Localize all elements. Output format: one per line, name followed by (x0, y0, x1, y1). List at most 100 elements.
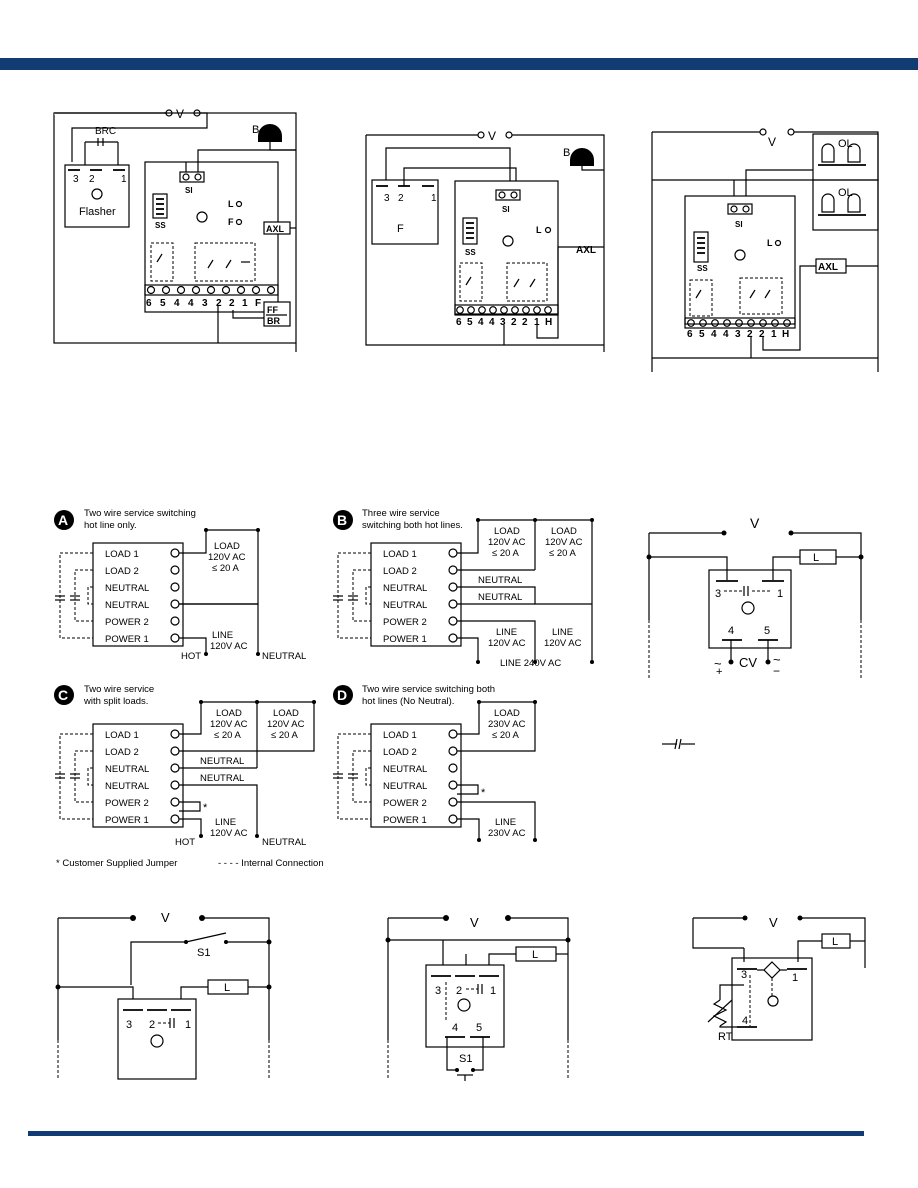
neutral-label: NEUTRAL (200, 773, 244, 784)
jumper-star: * (203, 802, 208, 814)
timer-diagram-2: V B 3 2 1 F SI SS L (365, 129, 605, 352)
neutral-label: NEUTRAL (478, 592, 522, 603)
terminal-label: NEUTRAL (383, 781, 427, 792)
switch-label: S1 (197, 947, 210, 959)
terminal-label: NEUTRAL (105, 583, 149, 594)
timer-module (425, 964, 505, 1048)
lamp-icon (847, 193, 861, 213)
contact-1: 1 (185, 1019, 191, 1031)
load-label: ≤ 20 A (271, 730, 299, 741)
terminal-label: 5 (699, 329, 705, 340)
axl-label: AXL (576, 245, 596, 256)
f-label: F (228, 217, 234, 227)
lamp-icon (821, 193, 835, 213)
terminal-label: F (255, 298, 261, 309)
header-band (0, 58, 918, 70)
load-label: ≤ 20 A (492, 730, 520, 741)
terminal-label: POWER 1 (105, 634, 149, 645)
thermistor-icon (712, 999, 728, 1027)
terminal-label: LOAD 1 (105, 549, 139, 560)
br-label: BR (267, 316, 280, 326)
legend-internal: - - - - Internal Connection (218, 858, 324, 869)
line-240-label: LINE 240V AC (500, 658, 561, 669)
terminal-label: NEUTRAL (383, 583, 427, 594)
terminal-label: POWER 1 (383, 634, 427, 645)
wiring-d: D Two wire service switching both hot li… (333, 684, 537, 842)
ol-box-2 (812, 179, 879, 231)
wiring-b: B Three wire service switching both hot … (333, 508, 594, 669)
terminal-label: 3 (500, 317, 506, 328)
load-label: ≤ 20 A (212, 563, 240, 574)
neutral-label: NEUTRAL (200, 756, 244, 767)
load-label: ≤ 20 A (549, 548, 577, 559)
voltage-label: V (769, 915, 778, 930)
brc-label: BRC (95, 126, 116, 137)
neutral-label: NEUTRAL (262, 651, 306, 662)
wiring-letter: A (58, 512, 68, 528)
ss-label: SS (697, 264, 708, 273)
wiring-caption: Two wire service switching both (362, 684, 495, 695)
timer-module (117, 998, 197, 1080)
terminal-label: 2 (759, 329, 765, 340)
wiring-c: C Two wire service with split loads. LOA… (54, 684, 316, 848)
voltage-label: V (470, 915, 479, 930)
contact-1: 1 (777, 588, 783, 600)
control-module (144, 161, 279, 313)
terminal-label: LOAD 1 (383, 730, 417, 741)
contact-1: 1 (792, 972, 798, 984)
terminal-label: 2 (216, 298, 222, 309)
load-label: 120V AC (210, 719, 248, 730)
load-label: L (832, 936, 838, 948)
neutral-label: NEUTRAL (262, 837, 306, 848)
terminal-strip (144, 284, 279, 296)
contact-1: 1 (121, 174, 127, 185)
diamond-icon (763, 961, 781, 979)
terminal-label: NEUTRAL (383, 600, 427, 611)
terminal-label: 1 (534, 317, 540, 328)
load-label: L (532, 949, 538, 961)
terminal-label: 6 (687, 329, 693, 340)
line-label: LINE (215, 817, 236, 828)
line-label: LINE (212, 630, 233, 641)
line-label: 120V AC (544, 638, 582, 649)
ff-label: FF (267, 305, 278, 315)
terminal-label: 5 (467, 317, 473, 328)
terminal-label: 2 (511, 317, 517, 328)
contact-2: 2 (149, 1019, 155, 1031)
letter-badge (54, 685, 74, 705)
cv-module (708, 569, 792, 649)
f-label: F (397, 223, 404, 235)
contact-3: 3 (435, 985, 441, 997)
wiring-caption: Three wire service (362, 508, 440, 519)
terminal-label: 4 (711, 329, 717, 340)
load-label: 230V AC (488, 719, 526, 730)
lamp-icon (821, 143, 835, 163)
wiring-a: A Two wire service switching hot line on… (54, 508, 306, 662)
continuation-ticks (57, 620, 862, 1080)
flasher-label: Flasher (79, 206, 116, 218)
contact-1: 1 (431, 193, 437, 204)
terminal-label: POWER 2 (105, 798, 149, 809)
beacon-icon (258, 124, 282, 142)
si-label: SI (502, 205, 510, 214)
ol-label: OL (838, 138, 853, 150)
terminal-label: LOAD 1 (383, 549, 417, 560)
wiring-caption: with split loads. (83, 696, 148, 707)
timer-diagram-3: V OL OL SI SS L (651, 128, 879, 372)
terminal-label: 3 (735, 329, 741, 340)
terminal-label: 2 (747, 329, 753, 340)
beacon-icon (570, 148, 594, 166)
ac-symbol: ~ (714, 656, 722, 671)
l-label: L (228, 199, 234, 209)
contact-5: 5 (764, 625, 770, 637)
wiring-caption: switching both hot lines. (362, 520, 463, 531)
letter-badge (333, 685, 353, 705)
hot-label: HOT (181, 651, 201, 662)
hot-label: HOT (175, 837, 195, 848)
terminal-label: POWER 1 (105, 815, 149, 826)
ss-label: SS (155, 221, 166, 230)
plus-symbol: + (716, 666, 722, 678)
contact-3: 3 (715, 588, 721, 600)
terminal-label: 4 (174, 298, 180, 309)
lamp-icon (847, 143, 861, 163)
